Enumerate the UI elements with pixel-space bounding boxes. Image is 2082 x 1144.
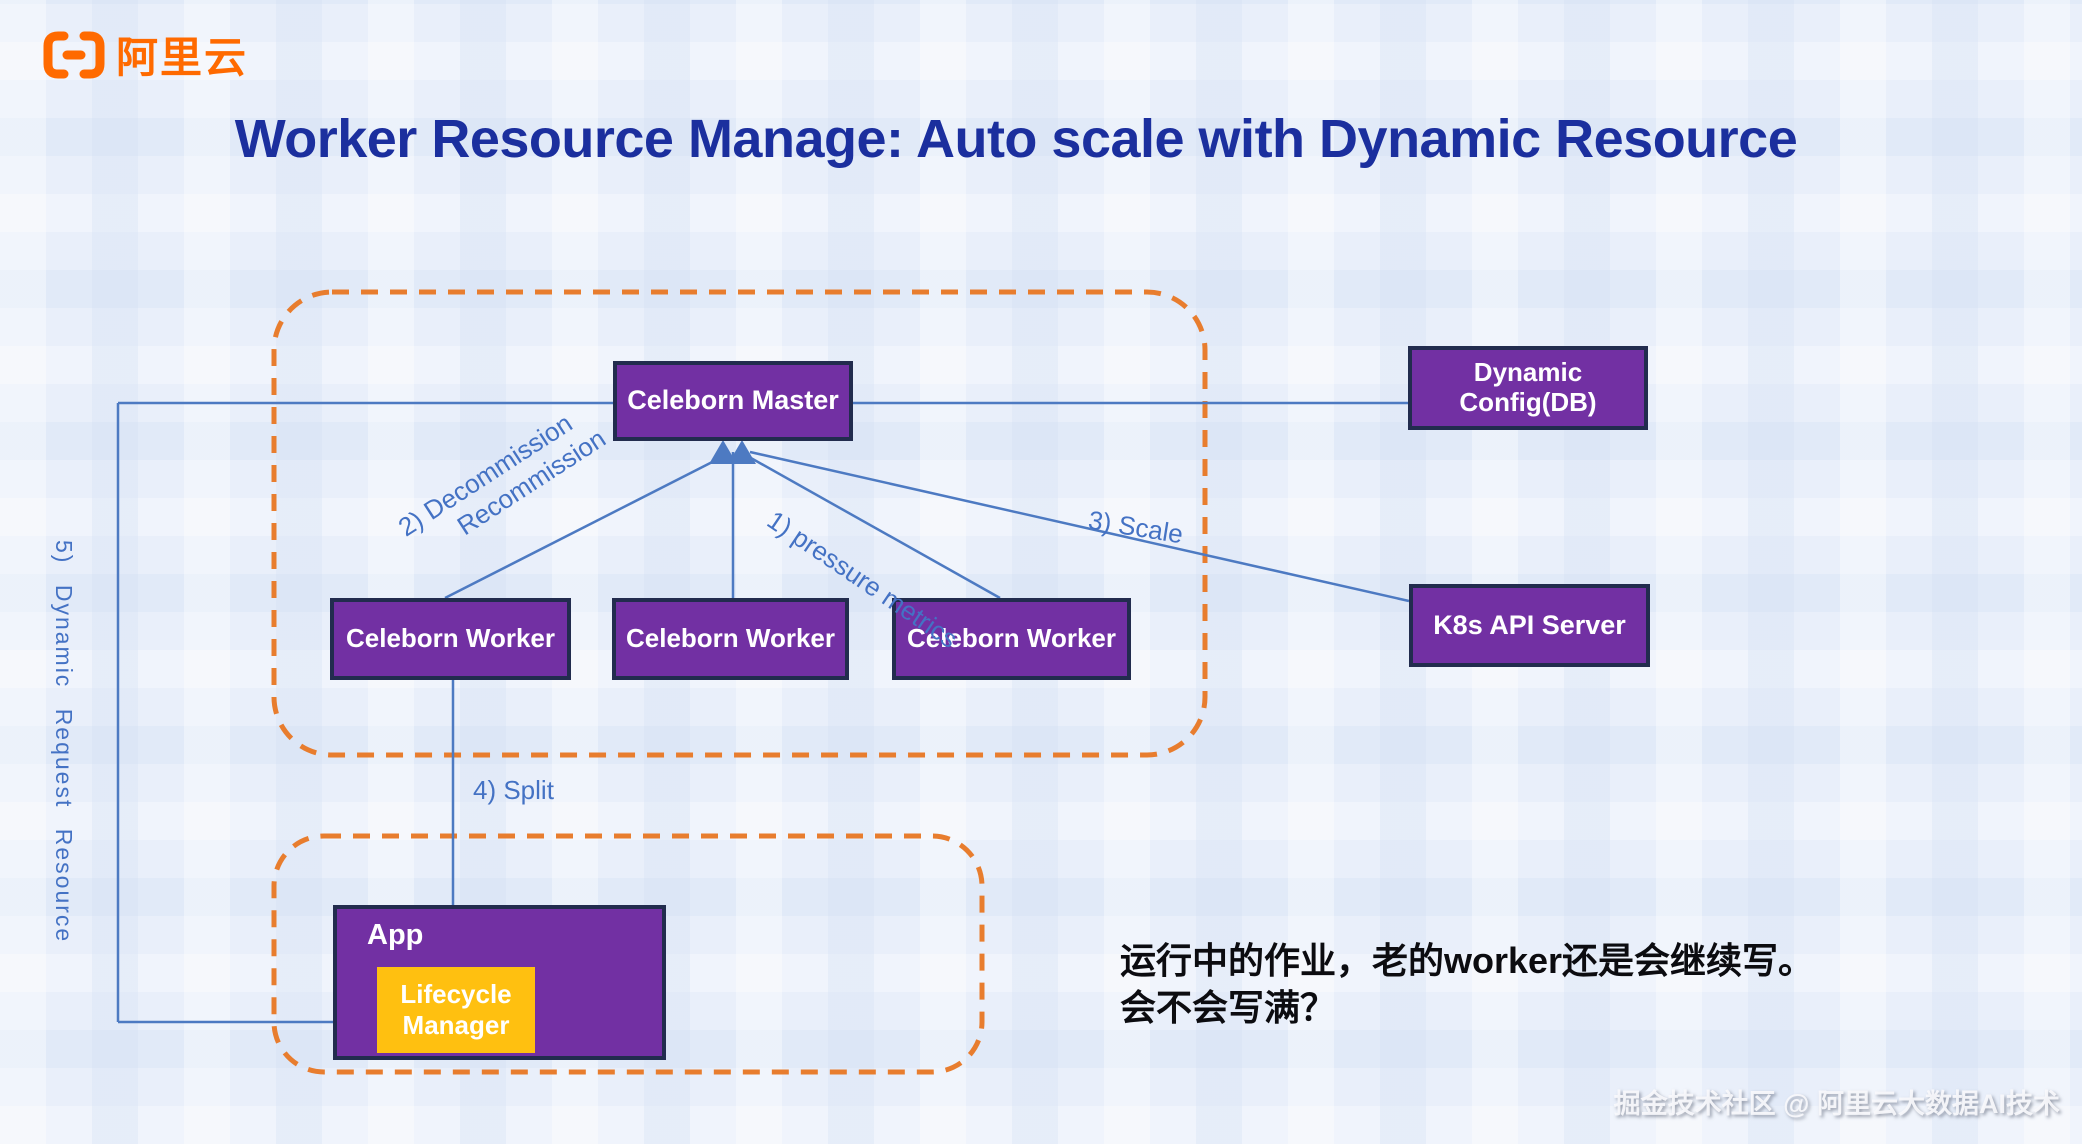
node-celeborn-worker-2: Celeborn Worker [612, 598, 849, 680]
node-celeborn-worker-1-label: Celeborn Worker [345, 623, 555, 654]
alibaba-cloud-bracket-icon [43, 31, 105, 78]
node-celeborn-master: Celeborn Master [613, 361, 853, 441]
node-dynamic-config-db: Dynamic Config(DB) [1408, 346, 1648, 430]
node-celeborn-worker-1: Celeborn Worker [330, 598, 571, 680]
node-celeborn-worker-3-label: Celeborn Worker [906, 623, 1116, 654]
node-k8s-api-server-label: K8s API Server [1433, 609, 1626, 640]
edge-label-dynamic-request-resource: 5) Dynamic Request Resource [51, 540, 77, 944]
alibaba-cloud-logo: 阿里云 [42, 24, 248, 85]
arrowhead-master-right [728, 440, 756, 464]
node-lifecycle-line1: Lifecycle [400, 978, 512, 1009]
node-celeborn-worker-3: Celeborn Worker [892, 598, 1131, 680]
cluster-dashed-box [271, 289, 1208, 758]
node-celeborn-worker-2-label: Celeborn Worker [625, 623, 835, 654]
page-title: Worker Resource Manage: Auto scale with … [234, 109, 1798, 169]
node-app-label: App [367, 919, 424, 951]
node-celeborn-master-label: Celeborn Master [627, 385, 839, 416]
logo-brand-text: 阿里云 [116, 34, 249, 81]
annotation-line1: 运行中的作业，老的worker还是会继续写。 [1120, 940, 1815, 981]
node-dynamic-config-label: Dynamic Config(DB) [1459, 357, 1597, 418]
app-dashed-box [271, 833, 985, 1075]
node-dynamic-config-line1: Dynamic [1473, 357, 1583, 388]
node-k8s-api-server: K8s API Server [1409, 584, 1650, 667]
annotation-note: 运行中的作业，老的worker还是会继续写。 会不会写满？ [1120, 938, 1814, 1032]
annotation-line2: 会不会写满？ [1120, 986, 1337, 1028]
edge-worker3-master [741, 451, 1001, 600]
node-lifecycle-manager-label: Lifecycle Manager [400, 979, 511, 1041]
edge-label-split: 4) Split [473, 775, 554, 805]
edge-worker1-master [444, 453, 727, 600]
node-dynamic-config-line2: Config(DB) [1459, 387, 1597, 417]
node-lifecycle-manager: Lifecycle Manager [377, 967, 535, 1053]
node-lifecycle-line2: Manager [402, 1010, 510, 1040]
watermark-text: 掘金技术社区 @ 阿里云大数据AI技术 [1613, 1089, 2060, 1119]
arrowhead-master-left [709, 440, 737, 464]
edge-master-k8s [749, 450, 1410, 603]
node-app: App Lifecycle Manager [333, 905, 666, 1060]
